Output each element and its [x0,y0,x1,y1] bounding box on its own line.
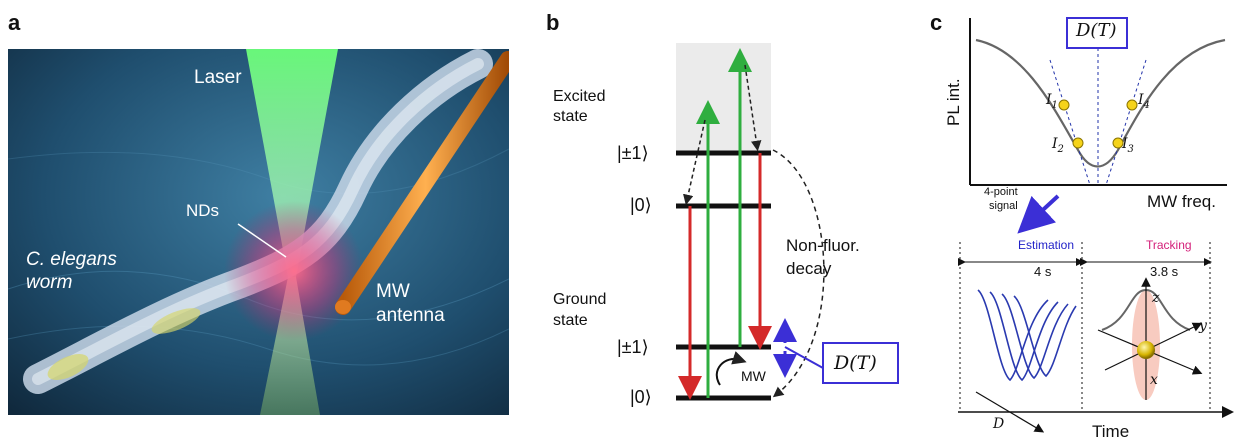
energy-level-diagram [676,43,899,401]
panel-c-letter: c [930,10,943,35]
fluorescence-glow [224,201,364,341]
signal-label-line2: signal [989,200,1018,212]
label-i3: I3 [1122,136,1134,155]
panel-a-illustration: Laser NDs C. elegans worm MW antenna [8,49,509,415]
nds-label: NDs [186,201,220,220]
laser-label: Laser [194,67,242,88]
worm-illustration [8,49,509,415]
panel-b-energy-levels [545,10,915,430]
odmr-xlabel: MW freq. [1147,192,1216,211]
time-axis-label: Time [1092,422,1130,441]
ket-excited-0: |0⟩ [630,195,652,215]
x-axis-label: x [1150,372,1158,388]
signal-arrow [1017,194,1060,234]
tracking-label: Tracking [1146,238,1192,252]
panel-c-graphics [958,17,1234,433]
dt-connector [784,346,824,369]
panel-b-letter: b [546,10,560,35]
ket-ground-pm1: |±1⟩ [617,337,649,357]
dt-box-b-label: D(T) [834,352,877,374]
odmr-ylabel: PL int. [944,78,963,126]
ground-state-label-line2: state [553,312,588,329]
nonfluor-label-line1: Non-fluor. [786,236,860,255]
tangent-right [1105,59,1147,186]
excited-state-label-line1: Excited [553,88,606,105]
excited-state-label-line2: state [553,108,588,125]
mw-label-line2: antenna [376,305,445,326]
mw-transition-arrow [715,351,747,386]
estimation-time: 4 s [1034,264,1052,279]
d-axis-label: D [993,416,1005,432]
mw-transition-label: MW [741,368,766,384]
worm-label-line1: C. elegans [26,249,117,270]
excited-state-band [676,43,771,153]
ground-state-label-line1: Ground [553,291,607,308]
z-axis-label: z [1152,290,1160,306]
mw-antenna-wire [335,51,509,315]
y-axis-label: y [1199,318,1207,334]
d-axis [975,391,1045,433]
dt-box-c-label: D(T) [1076,20,1117,41]
point-i4 [1126,99,1138,111]
mw-label-line1: MW [376,281,410,302]
nonfluor-label-line2: decay [786,259,832,278]
ket-excited-pm1: |±1⟩ [617,143,649,163]
tracking-time: 3.8 s [1150,264,1179,279]
nonfluor-decay-arrow [772,149,825,398]
nds-pointer [237,223,287,258]
dt-box-c [1066,17,1128,49]
point-i3 [1112,137,1124,149]
estimation-curves [977,289,1077,382]
laser-beam-bottom [260,277,320,415]
point-i2 [1072,137,1084,149]
panel-a-letter: a [8,10,21,35]
estimation-label: Estimation [1018,238,1075,252]
dt-box-b [822,342,899,384]
label-i4: I4 [1138,92,1150,111]
label-i2: I2 [1052,136,1064,155]
tracked-particle [1137,341,1155,359]
odmr-curve [975,38,1226,168]
signal-label-line1: 4-point [984,186,1018,198]
laser-beam-top [246,49,338,277]
point-i1 [1058,99,1070,111]
worm-label-line2: worm [26,272,73,293]
ket-ground-0: |0⟩ [630,387,652,407]
label-i1: I1 [1046,92,1058,111]
tangent-left [1049,59,1091,186]
